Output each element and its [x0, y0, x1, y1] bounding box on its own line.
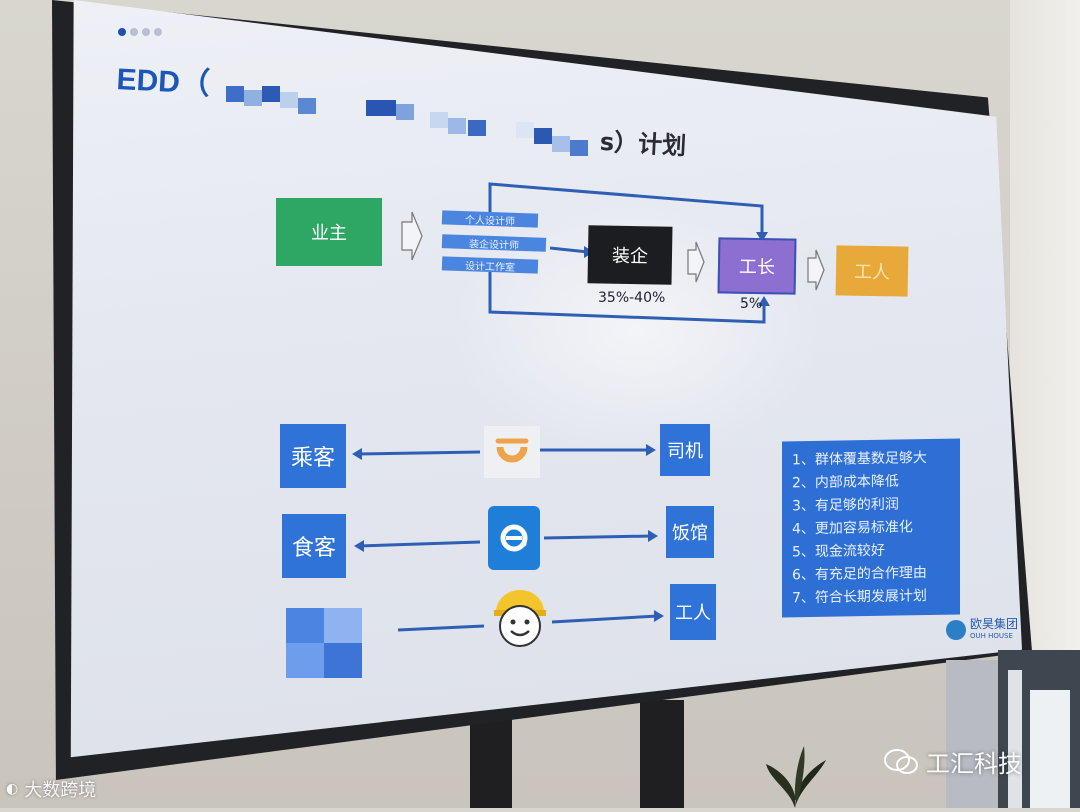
didi-logo-icon — [484, 426, 540, 478]
decoration-share-label: 35%-40% — [598, 290, 665, 306]
bookshelf — [946, 650, 1080, 808]
worker-top-label: 工人 — [854, 258, 890, 285]
restaurant-label: 饭馆 — [672, 519, 708, 545]
designer-chip-label: 设计工作室 — [465, 257, 515, 274]
watermark-left-text: 大数跨境 — [24, 776, 96, 802]
advantage-item: 7、符合长期发展计划 — [792, 585, 927, 607]
advantages-panel: 1、群体覆基数足够大 2、内部成本降低 3、有足够的利润 4、更加容易标准化 5… — [782, 438, 960, 617]
advantage-item: 5、现金流较好 — [792, 540, 885, 562]
foreman-share-label: 5% — [740, 296, 762, 312]
decoration-company-label: 装企 — [612, 242, 648, 269]
foreman-label: 工长 — [739, 253, 775, 280]
watermark-right: 工汇科技 — [884, 744, 1022, 779]
designers-to-company-line — [550, 248, 588, 252]
eleme-logo-shape — [496, 520, 532, 556]
worker-box-bottom: 工人 — [670, 584, 716, 640]
advantage-item: 2、内部成本降低 — [792, 471, 899, 493]
worker-box-top: 工人 — [836, 245, 909, 296]
passenger-label: 乘客 — [291, 440, 335, 472]
smiling-worker-helmet-icon — [490, 586, 550, 650]
diner-label: 食客 — [292, 530, 336, 562]
watermark-left-icon: ◐ — [6, 781, 18, 797]
advantage-item: 1、群体覆基数足够大 — [792, 447, 927, 469]
watermark-right-text: 工汇科技 — [926, 744, 1022, 779]
foreman-box: 工长 — [718, 237, 797, 294]
watermark-left: ◐ 大数跨境 — [6, 776, 96, 802]
top-flow-connectors — [66, 0, 1022, 400]
decoration-company-box: 装企 — [588, 225, 673, 284]
advantage-item: 3、有足够的利润 — [792, 494, 899, 516]
driver-box: 司机 — [660, 424, 710, 476]
redacted-logo-mosaic — [286, 608, 362, 678]
driver-label: 司机 — [667, 437, 703, 463]
restaurant-box: 饭馆 — [666, 506, 714, 558]
designer-chip-label: 装企设计师 — [469, 235, 519, 252]
advantage-item: 4、更加容易标准化 — [792, 516, 913, 538]
owner-to-designers-arrow — [402, 212, 422, 260]
company-logo-text: 欧昊集团 — [970, 618, 1018, 630]
worker-bottom-label: 工人 — [675, 599, 711, 625]
passenger-box: 乘客 — [280, 424, 346, 488]
company-to-foreman-arrow — [688, 242, 704, 282]
advantage-item: 6、有充足的合作理由 — [792, 562, 927, 584]
foreman-to-worker-arrow — [808, 250, 824, 290]
diner-box: 食客 — [282, 514, 346, 578]
didi-logo-shape — [492, 435, 532, 469]
eleme-logo-icon — [488, 506, 540, 570]
monitor-stand-right — [640, 700, 684, 808]
company-logo: 欧昊集团 OUH HOUSE — [946, 618, 1018, 642]
company-logo-subtext: OUH HOUSE — [970, 630, 1018, 642]
wechat-icon — [884, 749, 918, 775]
plant-leaves — [760, 740, 830, 808]
presentation-slide: EDD（ s）计划 业主 个人设计师 装企设计师 — [66, 0, 1022, 768]
plant-shape — [760, 740, 830, 808]
company-logo-icon — [946, 620, 966, 640]
worker-face-shape — [490, 586, 550, 650]
designer-chip-label: 个人设计师 — [465, 211, 515, 228]
